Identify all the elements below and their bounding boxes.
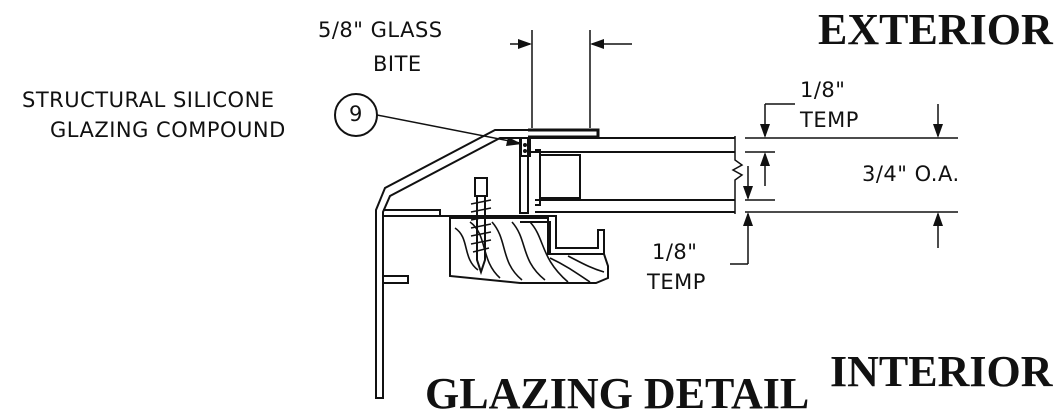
silicone-label-line2: GLAZING COMPOUND (50, 118, 286, 142)
silicone-dot (523, 143, 527, 147)
glass-bite-dimension (510, 30, 632, 128)
callout-leader (334, 93, 522, 146)
break-line (731, 136, 744, 214)
bottom-clip (520, 215, 605, 255)
frame-profile (375, 129, 532, 399)
callout-number: 9 (349, 102, 363, 126)
temp-bottom-label: TEMP (647, 270, 706, 294)
temp-top-value: 1/8" (800, 78, 846, 102)
temp-top-label: TEMP (800, 108, 859, 132)
silicone-bead (520, 137, 531, 157)
glass-bite-label-line2: BITE (373, 52, 422, 76)
silicone-dot-2 (523, 149, 527, 153)
glass-bite-label-line1: 5/8" GLASS (318, 18, 443, 42)
interior-label: INTERIOR (830, 347, 1053, 396)
screw (470, 177, 492, 276)
exterior-label: EXTERIOR (818, 5, 1053, 54)
overall-thickness-label: 3/4" O.A. (862, 162, 960, 186)
silicone-label-line1: STRUCTURAL SILICONE (22, 88, 275, 112)
temp-bottom-value: 1/8" (652, 240, 698, 264)
glass-panes (528, 136, 744, 214)
wood-blocking (449, 217, 609, 284)
thickness-dimensions (730, 103, 958, 265)
spacer-block (535, 149, 581, 206)
drawing-title: GLAZING DETAIL (425, 369, 810, 418)
